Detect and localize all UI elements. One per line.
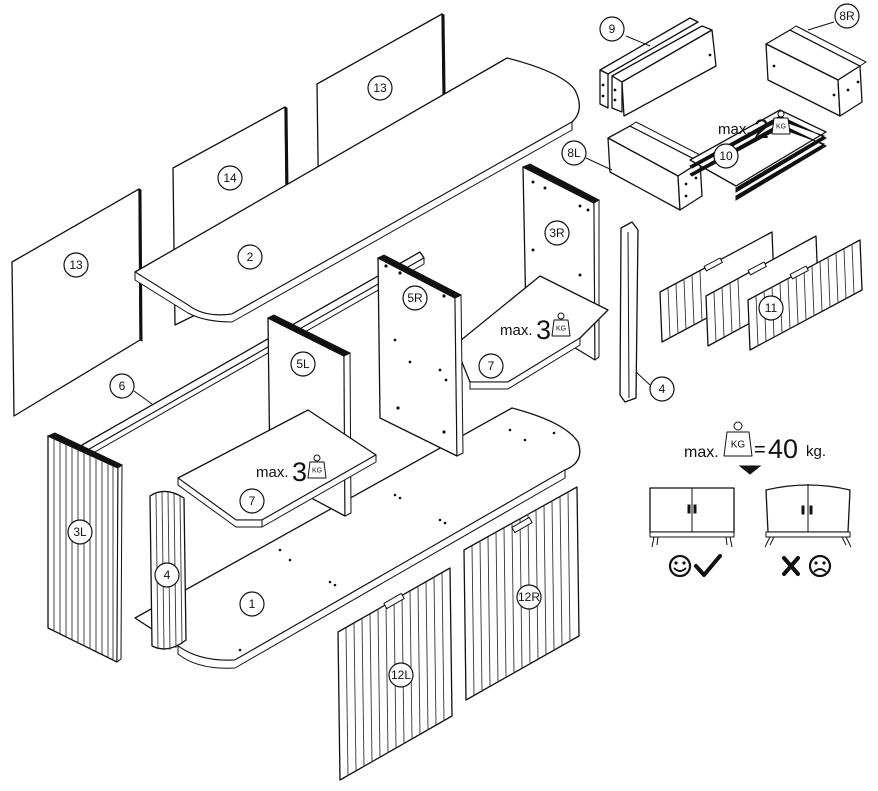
- callout-13-right: 13: [367, 75, 393, 101]
- kg-badge: KG: [556, 326, 566, 333]
- callout-12L: 12L: [388, 662, 414, 688]
- total-unit: kg.: [806, 443, 826, 460]
- svg-text:8R: 8R: [839, 9, 855, 23]
- svg-text:8L: 8L: [567, 146, 581, 160]
- svg-text:10: 10: [719, 149, 733, 163]
- svg-text:5L: 5L: [296, 357, 310, 371]
- callout-8L: 8L: [561, 140, 587, 166]
- svg-text:3R: 3R: [549, 226, 565, 240]
- svg-text:6: 6: [119, 379, 126, 393]
- svg-text:4: 4: [659, 382, 666, 396]
- svg-text:3L: 3L: [73, 525, 87, 539]
- svg-text:7: 7: [249, 494, 256, 508]
- max-label: max.: [718, 121, 751, 138]
- svg-text:13: 13: [69, 258, 83, 272]
- callout-8R: 8R: [834, 3, 860, 29]
- svg-text:12L: 12L: [391, 668, 411, 682]
- shelf-load-right: max. 3 KG: [500, 312, 571, 345]
- weight-icon: KG: [771, 110, 791, 135]
- callout-13-left: 13: [63, 252, 89, 278]
- callout-4-right: 4: [649, 376, 675, 402]
- kg-badge: KG: [776, 124, 786, 131]
- svg-text:1: 1: [249, 597, 256, 611]
- drawer-fronts-11: [659, 231, 863, 351]
- callout-5L: 5L: [290, 351, 316, 377]
- leader-lines: [133, 21, 835, 405]
- callout-12R: 12R: [516, 584, 542, 610]
- cross-mark-icon: [782, 556, 800, 576]
- callout-3L: 3L: [67, 519, 93, 545]
- callout-7-left: 7: [239, 488, 265, 514]
- happy-face-icon: [668, 554, 692, 578]
- check-mark-icon: [694, 554, 722, 577]
- arrow-down-icon: [738, 465, 762, 475]
- drawer-load: max. 2 KG: [718, 110, 791, 144]
- total-eq: =: [754, 439, 766, 461]
- svg-text:4: 4: [164, 568, 171, 582]
- divider-5R: [376, 254, 464, 457]
- max-value: 3: [292, 457, 307, 487]
- shelf-7-left: [177, 409, 377, 528]
- weight-icon: KG: [723, 421, 753, 457]
- weight-icon: KG: [551, 312, 571, 337]
- svg-text:9: 9: [609, 22, 616, 36]
- cabinet-wrong: [764, 484, 852, 548]
- drawer-front-9: [599, 17, 717, 117]
- max-label: max.: [500, 322, 533, 339]
- back-panel-13-left: [11, 188, 143, 417]
- side-panel-3L: [46, 432, 123, 663]
- callout-2: 2: [237, 244, 263, 270]
- max-label: max.: [256, 464, 289, 481]
- max-value: 3: [536, 315, 551, 345]
- callout-1: 1: [239, 591, 265, 617]
- callout-5R: 5R: [402, 285, 428, 311]
- callout-4-left: 4: [154, 562, 180, 588]
- callout-9: 9: [599, 16, 625, 42]
- total-max-label: max.: [684, 444, 719, 461]
- svg-text:5R: 5R: [407, 291, 423, 305]
- svg-text:7: 7: [488, 359, 495, 373]
- callout-10: 10: [713, 143, 739, 169]
- svg-text:14: 14: [223, 171, 237, 185]
- kg-badge: KG: [312, 468, 322, 475]
- callout-14: 14: [217, 165, 243, 191]
- callout-3R: 3R: [544, 220, 570, 246]
- sad-face-icon: [808, 554, 832, 578]
- total-value: 40: [768, 434, 798, 464]
- cabinet-correct: [649, 487, 735, 548]
- callout-6: 6: [109, 373, 135, 399]
- post-4-right: [619, 221, 639, 403]
- svg-text:13: 13: [373, 81, 387, 95]
- drawer-side-8L: [607, 121, 707, 211]
- callout-11: 11: [758, 295, 784, 321]
- callout-7-right: 7: [478, 353, 504, 379]
- svg-text:12R: 12R: [518, 590, 540, 604]
- max-value: 2: [754, 114, 769, 144]
- total-load: max. KG = 40 kg.: [684, 421, 826, 475]
- shelf-load-left: max. 3 KG: [256, 454, 327, 487]
- svg-text:11: 11: [765, 301, 778, 315]
- kg-badge: KG: [731, 440, 746, 451]
- svg-text:2: 2: [247, 250, 254, 264]
- drawer-side-8R: [765, 25, 867, 117]
- weight-icon: KG: [307, 454, 327, 479]
